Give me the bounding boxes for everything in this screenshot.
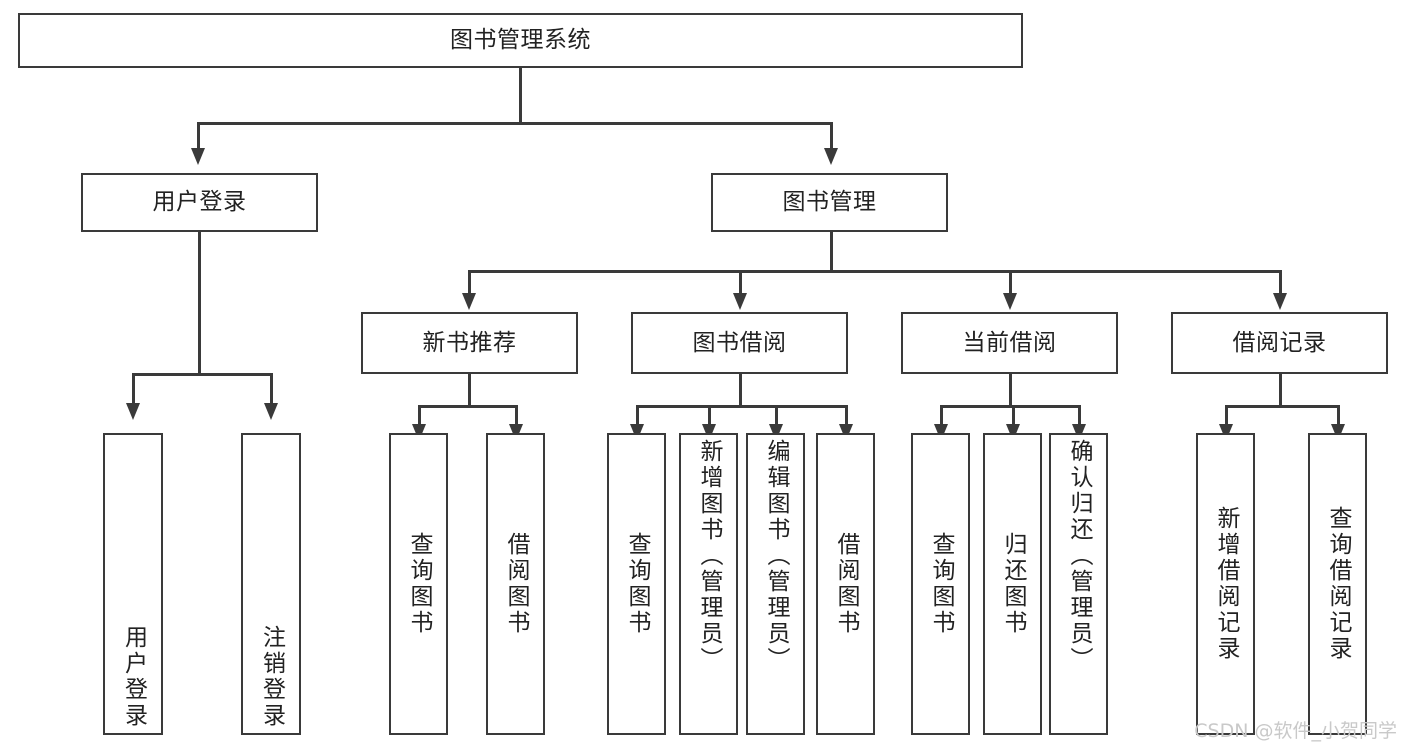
- connector-current-borrow-leg-1: [940, 405, 943, 427]
- node-label: 注销登录: [258, 625, 285, 729]
- connector-level2-bus: [197, 122, 832, 125]
- connector-borrow-record-stem: [1279, 374, 1282, 407]
- leaf-query-book-borrow[interactable]: 查询图书: [607, 433, 666, 735]
- node-label: 借阅图书: [503, 532, 529, 636]
- node-label: 查询图书: [406, 532, 432, 636]
- connector-root-stem: [519, 68, 522, 123]
- arrow-down-icon: [126, 403, 140, 420]
- connector-current-borrow-bus: [940, 405, 1079, 408]
- node-label: 借阅图书: [833, 532, 859, 636]
- connector-borrow-record-leg-2: [1337, 405, 1340, 427]
- node-new-book-recommend[interactable]: 新书推荐: [361, 312, 578, 374]
- node-label: 新增借阅记录: [1213, 506, 1239, 662]
- connector-user-login-leg-1: [132, 373, 135, 405]
- connector-current-borrow-leg-3: [1078, 405, 1081, 427]
- arrow-down-icon: [1003, 293, 1017, 310]
- node-borrow-record[interactable]: 借阅记录: [1171, 312, 1388, 374]
- connector-borrow-record-leg-1: [1225, 405, 1228, 427]
- connector-current-borrow-leg-2: [1012, 405, 1015, 427]
- connector-borrow-record-bus: [1225, 405, 1339, 408]
- node-label: 图书管理系统: [450, 27, 591, 53]
- leaf-query-borrow-record[interactable]: 查询借阅记录: [1308, 433, 1367, 735]
- node-book-management[interactable]: 图书管理: [711, 173, 948, 232]
- connector-level3-bus: [468, 270, 1282, 273]
- connector-level3-leg-4: [1279, 270, 1282, 295]
- connector-book-borrow-bus: [636, 405, 846, 408]
- arrow-down-icon: [1273, 293, 1287, 310]
- node-label: 查询图书: [624, 532, 650, 636]
- arrow-down-icon: [264, 403, 278, 420]
- node-label: 用户登录: [120, 625, 147, 729]
- leaf-add-borrow-record[interactable]: 新增借阅记录: [1196, 433, 1255, 735]
- leaf-query-book-current[interactable]: 查询图书: [911, 433, 970, 735]
- leaf-query-book-recommend[interactable]: 查询图书: [389, 433, 448, 735]
- leaf-edit-book-admin[interactable]: 编辑图书（管理员）: [746, 433, 805, 735]
- node-user-login[interactable]: 用户登录: [81, 173, 318, 232]
- connector-user-login-bus: [132, 373, 271, 376]
- node-label: 用户登录: [152, 189, 247, 215]
- connector-level3-leg-1: [468, 270, 471, 295]
- arrow-down-icon: [824, 148, 838, 165]
- node-label: 查询借阅记录: [1325, 506, 1351, 662]
- connector-level3-leg-2: [739, 270, 742, 295]
- connector-new-book-stem: [468, 374, 471, 407]
- connector-level3-leg-3: [1009, 270, 1012, 295]
- connector-level2-leg-2: [830, 122, 833, 150]
- connector-new-book-leg-2: [515, 405, 518, 427]
- leaf-return-book[interactable]: 归还图书: [983, 433, 1042, 735]
- connector-book-borrow-stem: [739, 374, 742, 407]
- node-book-borrow[interactable]: 图书借阅: [631, 312, 848, 374]
- connector-book-management-stem: [830, 232, 833, 272]
- leaf-confirm-return-admin[interactable]: 确认归还（管理员）: [1049, 433, 1108, 735]
- node-label: 编辑图书（管理员）: [763, 439, 789, 673]
- connector-new-book-bus: [418, 405, 518, 408]
- node-root-book-management-system[interactable]: 图书管理系统: [18, 13, 1023, 68]
- leaf-user-login[interactable]: 用户登录: [103, 433, 163, 735]
- connector-book-borrow-leg-3: [775, 405, 778, 427]
- node-current-borrow[interactable]: 当前借阅: [901, 312, 1118, 374]
- connector-current-borrow-stem: [1009, 374, 1012, 407]
- connector-book-borrow-leg-1: [636, 405, 639, 427]
- leaf-logout[interactable]: 注销登录: [241, 433, 301, 735]
- connector-user-login-stem: [198, 232, 201, 375]
- connector-book-borrow-leg-2: [708, 405, 711, 427]
- node-label: 归还图书: [1000, 532, 1026, 636]
- node-label: 借阅记录: [1232, 329, 1327, 356]
- node-label: 查询图书: [928, 532, 954, 636]
- watermark-text: CSDN @软件_小贺同学: [1194, 720, 1397, 742]
- connector-book-borrow-leg-4: [845, 405, 848, 427]
- connector-level2-leg-1: [197, 122, 200, 150]
- leaf-add-book-admin[interactable]: 新增图书（管理员）: [679, 433, 738, 735]
- node-label: 图书管理: [782, 189, 877, 215]
- node-label: 图书借阅: [692, 329, 787, 356]
- connector-new-book-leg-1: [418, 405, 421, 427]
- node-label: 确认归还（管理员）: [1066, 439, 1092, 673]
- arrow-down-icon: [733, 293, 747, 310]
- leaf-borrow-book-recommend[interactable]: 借阅图书: [486, 433, 545, 735]
- node-label: 新书推荐: [422, 329, 517, 356]
- node-label: 当前借阅: [962, 329, 1057, 356]
- connector-user-login-leg-2: [270, 373, 273, 405]
- node-label: 新增图书（管理员）: [696, 439, 722, 673]
- arrow-down-icon: [462, 293, 476, 310]
- arrow-down-icon: [191, 148, 205, 165]
- leaf-borrow-book[interactable]: 借阅图书: [816, 433, 875, 735]
